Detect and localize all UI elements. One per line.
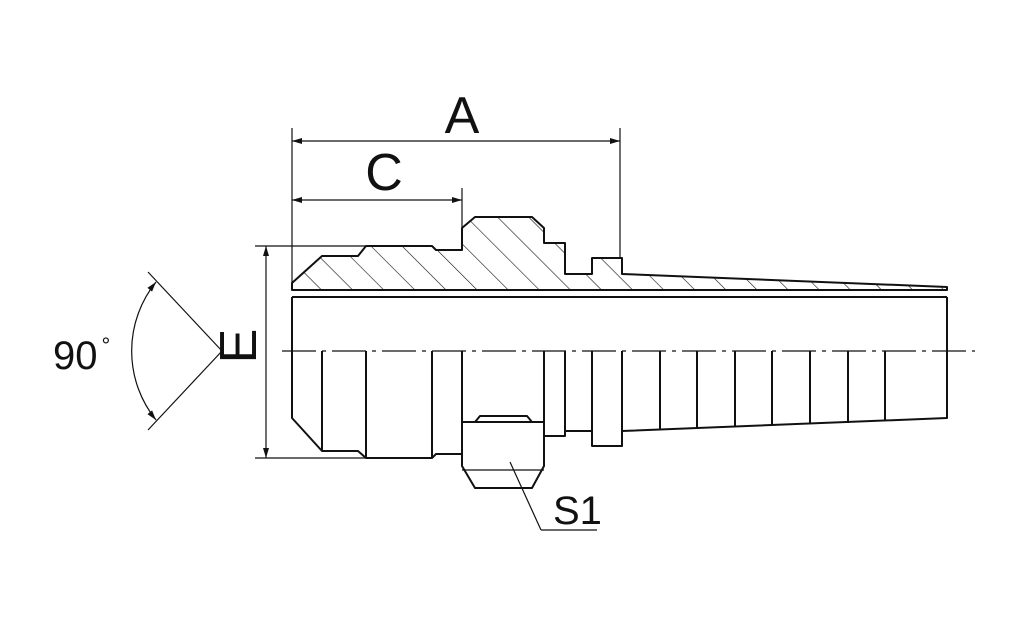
section-half	[291, 216, 948, 291]
angle-label: 90°	[53, 333, 110, 378]
dim-c-label: C	[365, 144, 403, 202]
s1-leader	[509, 461, 597, 531]
dimension-c	[292, 188, 463, 228]
dim-e-label: E	[210, 329, 268, 364]
dim-a-label: A	[445, 87, 480, 145]
lower-segment-lines	[321, 351, 886, 458]
dimension-e	[255, 245, 366, 459]
angle-dimension	[131, 271, 223, 431]
hex-nut	[462, 415, 544, 471]
dimension-a	[291, 128, 621, 283]
s1-label: S1	[553, 489, 602, 533]
lower-outline	[291, 297, 948, 489]
